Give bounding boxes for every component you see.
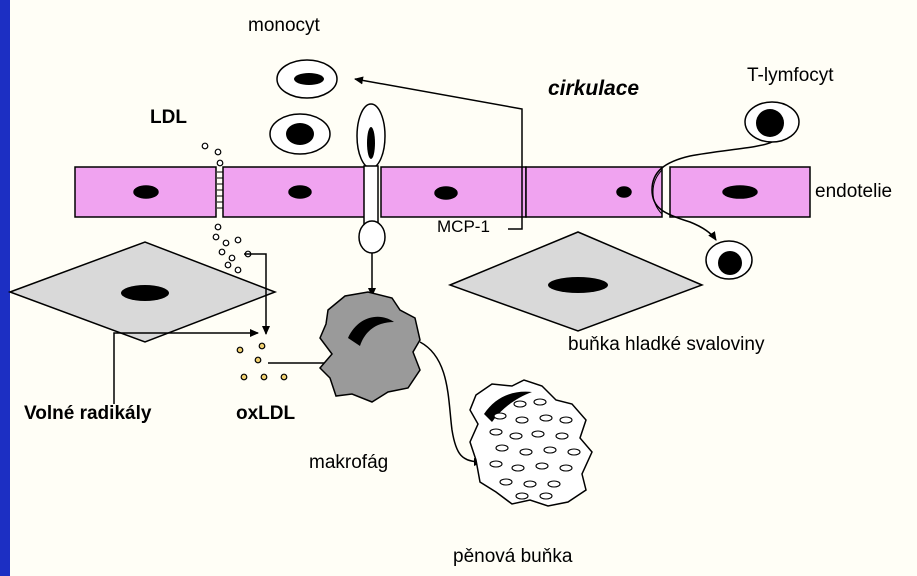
label-foam-cell: pěnová buňka xyxy=(453,547,572,566)
transmigrating-nucleus xyxy=(367,127,375,159)
endothelium-layer xyxy=(75,167,810,217)
endothelial-cell-4 xyxy=(526,167,662,217)
ldl-passage xyxy=(217,172,223,208)
label-circulation: cirkulace xyxy=(548,78,639,99)
label-endothelium: endotelie xyxy=(815,182,892,201)
endothelial-nucleus-4 xyxy=(617,187,631,197)
label-mcp1: MCP-1 xyxy=(437,218,490,235)
endothelial-nucleus-3 xyxy=(435,187,457,199)
label-free-radicals: Volné radikály xyxy=(24,404,151,423)
label-macrophage: makrofág xyxy=(309,453,388,472)
intima-lymphocyte-nucleus xyxy=(718,251,742,275)
endothelial-nucleus-1 xyxy=(134,186,158,198)
smooth-muscle-nucleus-right xyxy=(548,277,608,293)
smooth-muscle-nucleus-left xyxy=(121,285,169,301)
endothelial-nucleus-5 xyxy=(723,186,757,198)
endothelial-nucleus-2 xyxy=(289,186,311,198)
label-smooth-muscle: buňka hladké svaloviny xyxy=(568,335,764,354)
label-t-lymphocyte: T-lymfocyt xyxy=(747,66,834,85)
monocyte-nucleus-middle xyxy=(286,123,314,145)
monocyte-nucleus-top xyxy=(294,73,324,85)
label-monocyte: monocyt xyxy=(248,16,320,35)
label-ldl: LDL xyxy=(150,108,187,127)
label-oxldl: oxLDL xyxy=(236,404,295,423)
oxldl-particles xyxy=(237,343,287,380)
t-lymphocyte-nucleus xyxy=(756,109,784,137)
radicals-to-oxldl-arrow xyxy=(114,333,258,404)
macrophage-cell xyxy=(320,292,420,402)
